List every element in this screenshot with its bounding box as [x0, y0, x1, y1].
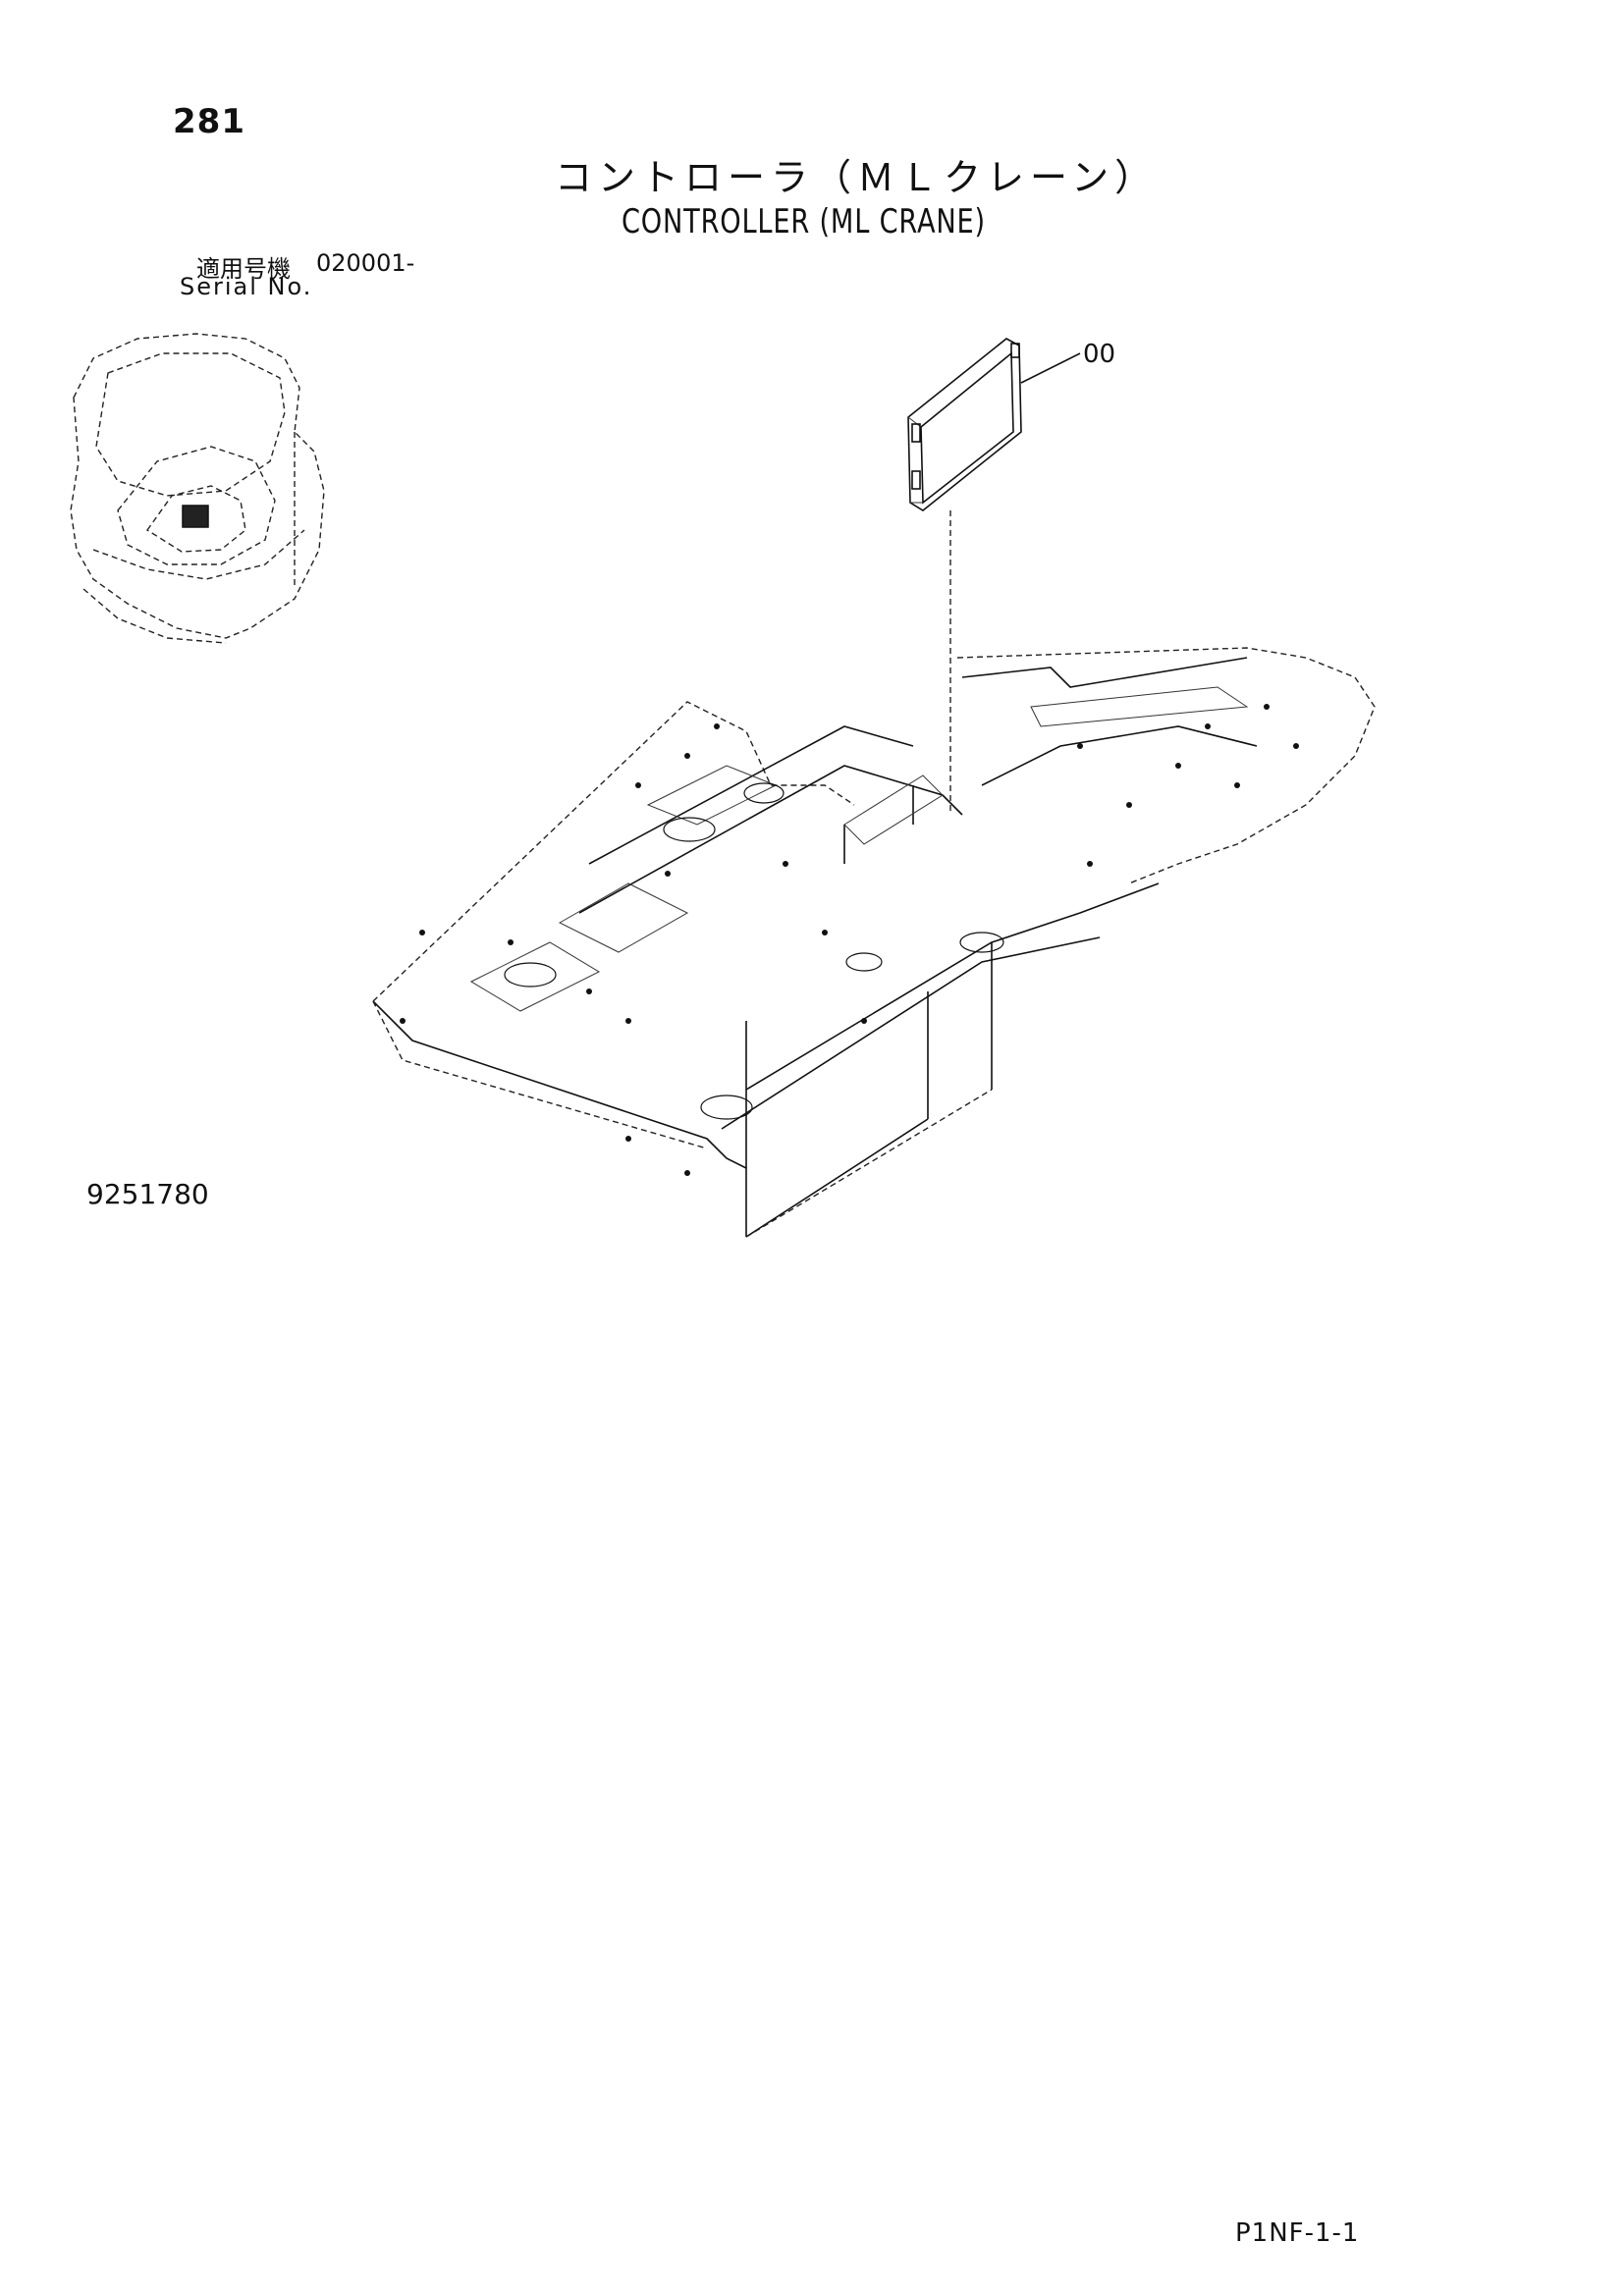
title-english: CONTROLLER (ML CRANE): [622, 202, 986, 241]
drawing-number: 9251780: [86, 1178, 209, 1210]
controller-unit: [907, 338, 1022, 511]
controller-location-marker: [182, 505, 209, 528]
callout-leader-line: [1020, 352, 1081, 384]
part-callout-00: 00: [1083, 340, 1116, 369]
upper-frame-structure: [372, 647, 1376, 1238]
serial-label-english: Serial No.: [180, 273, 313, 300]
title-japanese: コントローラ（ＭＬクレーン）: [555, 156, 1159, 199]
page-number: 281: [173, 102, 245, 141]
machine-inset-illustration: [70, 333, 325, 644]
page-code: P1NF-1-1: [1235, 2218, 1360, 2248]
serial-value: 020001-: [316, 249, 415, 277]
serial-label-japanese: 適用号機: [196, 255, 291, 283]
